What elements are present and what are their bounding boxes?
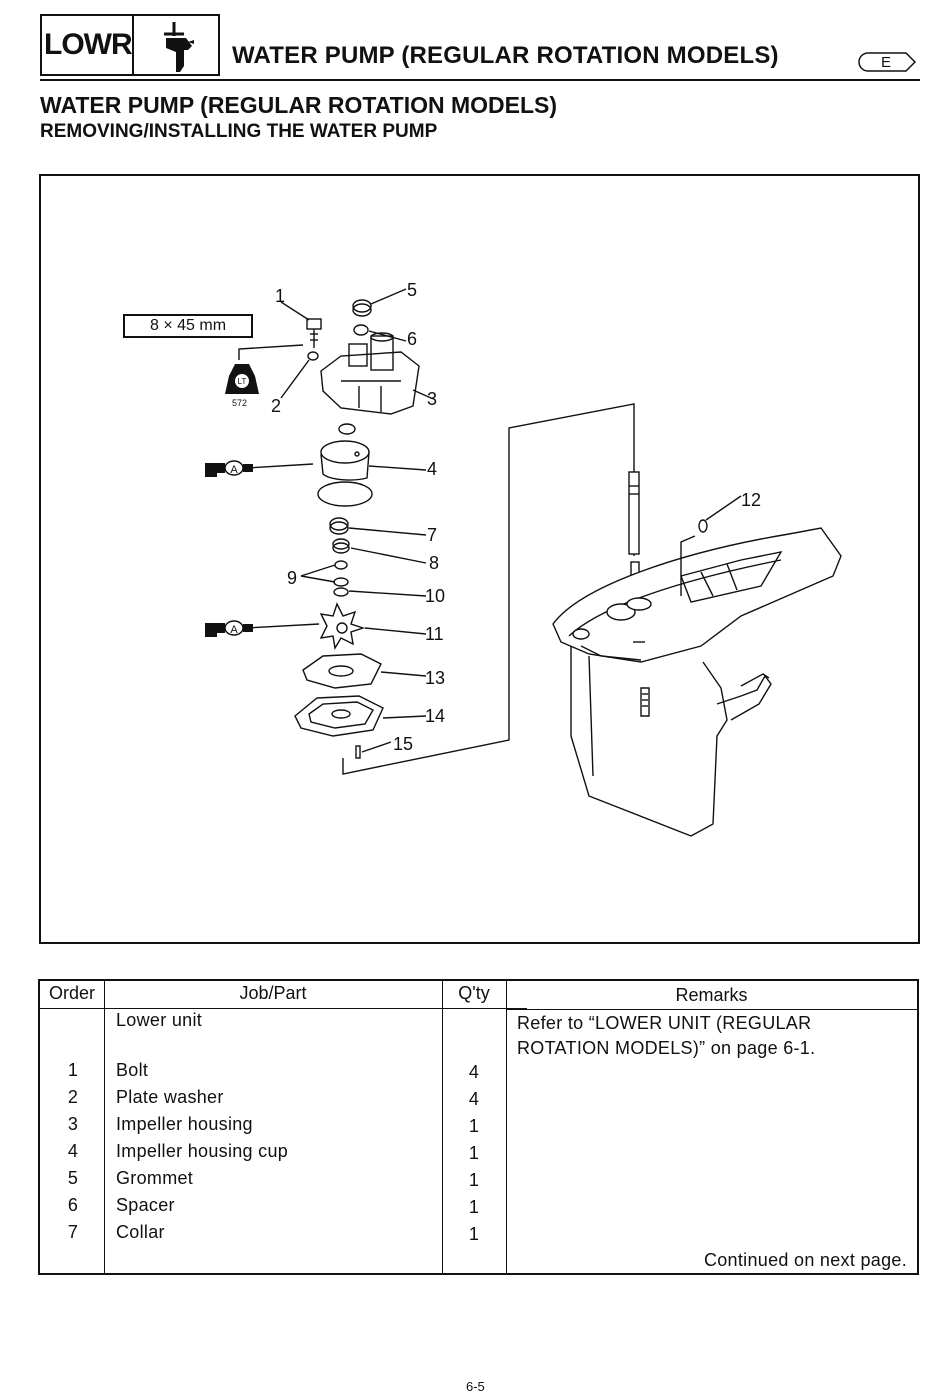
row-6-order: 6 [67, 1195, 79, 1215]
page-subheading: REMOVING/INSTALLING THE WATER PUMP [40, 121, 438, 142]
row-3-qty: 1 [468, 1116, 480, 1136]
col-header-part: Job/Part [239, 983, 307, 1003]
col-header-remarks: Remarks [675, 985, 748, 1005]
grease-gun-icon-lower: A [205, 620, 253, 637]
callout-13: 13 [425, 668, 445, 688]
grease-label-upper: A [230, 464, 238, 476]
parts-table: Order Job/Part Q'ty Remarks Lower unit 1… [38, 979, 919, 1275]
impeller-housing-part [320, 332, 420, 415]
impeller-cup-part [320, 440, 370, 481]
col-header-order: Order [48, 983, 95, 1003]
row-6-part: Spacer [116, 1195, 175, 1215]
row-2-qty: 4 [468, 1089, 480, 1109]
row-5-part: Grommet [116, 1168, 194, 1188]
lower-unit-icon [134, 16, 218, 74]
callout-12: 12 [741, 490, 761, 510]
row-4-order: 4 [67, 1141, 79, 1161]
row-6-qty: 1 [468, 1197, 480, 1217]
callout-3: 3 [427, 389, 437, 409]
locktite-number: 572 [232, 398, 247, 408]
bolt-part [306, 318, 322, 348]
continued-note: Continued on next page. [703, 1250, 907, 1270]
grease-label-lower: A [230, 624, 238, 636]
callout-10: 10 [425, 586, 445, 606]
row-1-order: 1 [67, 1060, 79, 1080]
row-1-qty: 4 [468, 1062, 480, 1082]
row-7-qty: 1 [468, 1224, 480, 1244]
page-number: 6-5 [466, 1379, 485, 1394]
grease-gun-icon-upper: A [205, 460, 253, 477]
callout-1: 1 [275, 286, 285, 306]
section-tab: LOWR [40, 14, 220, 76]
row-4-qty: 1 [468, 1143, 480, 1163]
outer-plate-part [302, 653, 382, 689]
language-badge-label: E [881, 54, 891, 71]
col-divider [506, 981, 507, 1273]
section-code: LOWR [42, 16, 134, 74]
row-4-part: Impeller housing cup [116, 1141, 289, 1161]
callout-7: 7 [427, 525, 437, 545]
row-3-part: Impeller housing [116, 1114, 253, 1134]
callout-14: 14 [425, 706, 445, 726]
impeller-part [319, 602, 366, 650]
callout-9: 9 [287, 568, 297, 588]
gasket-part [294, 695, 384, 737]
row-0-part: Lower unit [116, 1010, 203, 1030]
row-1-part: Bolt [116, 1060, 149, 1080]
locktite-bottle-icon: LT 572 [225, 364, 259, 408]
callout-4: 4 [427, 459, 437, 479]
col-divider [442, 981, 443, 1273]
row-3-order: 3 [67, 1114, 79, 1134]
lower-unit-casing [552, 527, 842, 837]
callout-11: 11 [425, 624, 444, 644]
callout-5: 5 [407, 280, 417, 300]
header-title: WATER PUMP (REGULAR ROTATION MODELS) [232, 42, 779, 69]
row-5-order: 5 [67, 1168, 79, 1188]
locktite-label: LT [238, 377, 247, 386]
page-heading: WATER PUMP (REGULAR ROTATION MODELS) [40, 92, 558, 118]
header-rule [40, 79, 920, 81]
callout-6: 6 [407, 329, 417, 349]
exploded-diagram: LT 572 A A 1 2 3 4 5 6 7 8 9 10 11 12 [39, 174, 920, 944]
row-2-part: Plate washer [116, 1087, 224, 1107]
row-7-part: Collar [116, 1222, 165, 1242]
language-badge: E [858, 50, 918, 74]
row-5-qty: 1 [468, 1170, 480, 1190]
col-divider [104, 981, 105, 1273]
callout-15: 15 [393, 734, 413, 754]
header-divider [506, 1009, 917, 1010]
callout-2: 2 [271, 396, 281, 416]
diagram-drawing: LT 572 A A 1 2 3 4 5 6 7 8 9 10 11 12 [205, 280, 842, 837]
bolt-size-box: 8 × 45 mm [123, 314, 253, 338]
row-2-order: 2 [67, 1087, 79, 1107]
callout-8: 8 [429, 553, 439, 573]
col-header-qty: Q'ty [458, 983, 490, 1003]
remark-lower-unit: Refer to “LOWER UNIT (REGULAR ROTATION M… [517, 1013, 816, 1058]
row-7-order: 7 [67, 1222, 79, 1242]
header-divider [40, 1008, 527, 1009]
